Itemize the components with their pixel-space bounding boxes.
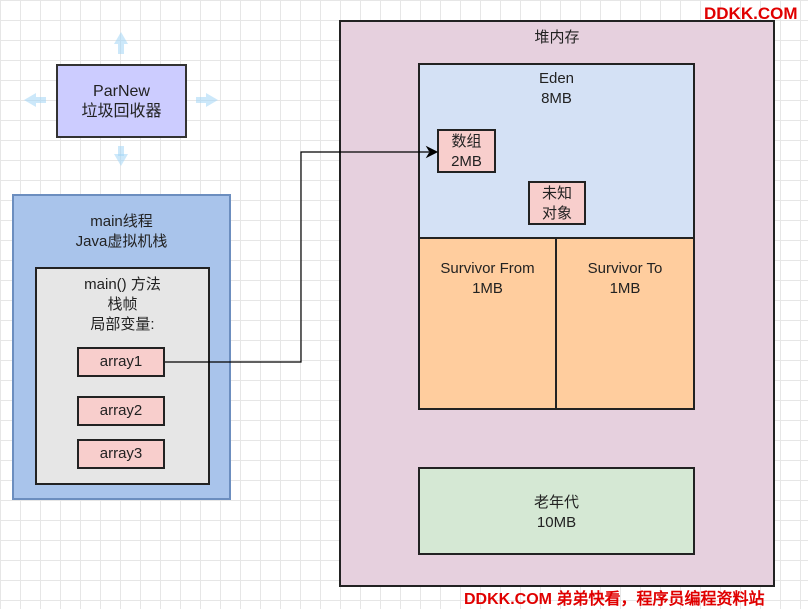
eden-name: Eden <box>538 70 575 87</box>
heap-title: 堆内存 <box>534 29 580 46</box>
stack-title-line-2: Java虚拟机栈 <box>75 233 168 250</box>
survivor-to-box[interactable]: Survivor To 1MB <box>555 237 695 410</box>
watermark-top: DDKK.COM <box>704 4 798 23</box>
arrow-right-icon[interactable] <box>206 93 218 107</box>
variable-array2[interactable]: array2 <box>77 396 165 426</box>
watermark-bottom: DDKK.COM 弟弟快看，程序员编程资料站 <box>464 591 765 608</box>
array-object-size: 2MB <box>451 153 482 170</box>
stack-title-line-1: main线程 <box>90 213 153 230</box>
variable-array1[interactable]: array1 <box>77 347 165 377</box>
frame-title-line-3: 局部变量: <box>90 316 155 333</box>
arrow-up-icon-stem <box>118 44 124 54</box>
arrow-down-icon-stem <box>118 146 124 156</box>
survivor-to-size: 1MB <box>609 280 641 297</box>
frame-title-line-1: main() 方法 <box>84 276 161 293</box>
parnew-label: ParNew <box>93 83 150 100</box>
unknown-object-label-2: 对象 <box>541 205 572 222</box>
arrow-down-icon[interactable] <box>114 154 128 166</box>
arrow-left-icon-stem <box>36 97 46 103</box>
survivor-from-size: 1MB <box>472 280 503 297</box>
arrow-right-icon-stem <box>196 97 206 103</box>
survivor-from-box[interactable]: Survivor From 1MB <box>418 237 557 410</box>
unknown-object-box[interactable]: 未知 对象 <box>528 181 586 225</box>
variable-array3[interactable]: array3 <box>77 439 165 469</box>
eden-size: 8MB <box>541 90 572 107</box>
arrow-left-icon[interactable] <box>24 93 36 107</box>
array-object-label: 数组 <box>451 133 482 150</box>
arrow-up-icon[interactable] <box>114 32 128 44</box>
unknown-object-label-1: 未知 <box>541 185 572 202</box>
old-gen-size: 10MB <box>536 514 577 531</box>
survivor-from-name: Survivor From <box>440 260 535 277</box>
old-gen-name: 老年代 <box>533 494 579 511</box>
array-object-box[interactable]: 数组 2MB <box>437 129 496 173</box>
parnew-sublabel: 垃圾回收器 <box>81 103 162 120</box>
old-generation-box[interactable]: 老年代 10MB <box>418 467 695 555</box>
frame-title-line-2: 栈帧 <box>107 296 138 313</box>
survivor-to-name: Survivor To <box>587 260 663 277</box>
parnew-collector-box[interactable]: ParNew 垃圾回收器 <box>56 64 187 138</box>
